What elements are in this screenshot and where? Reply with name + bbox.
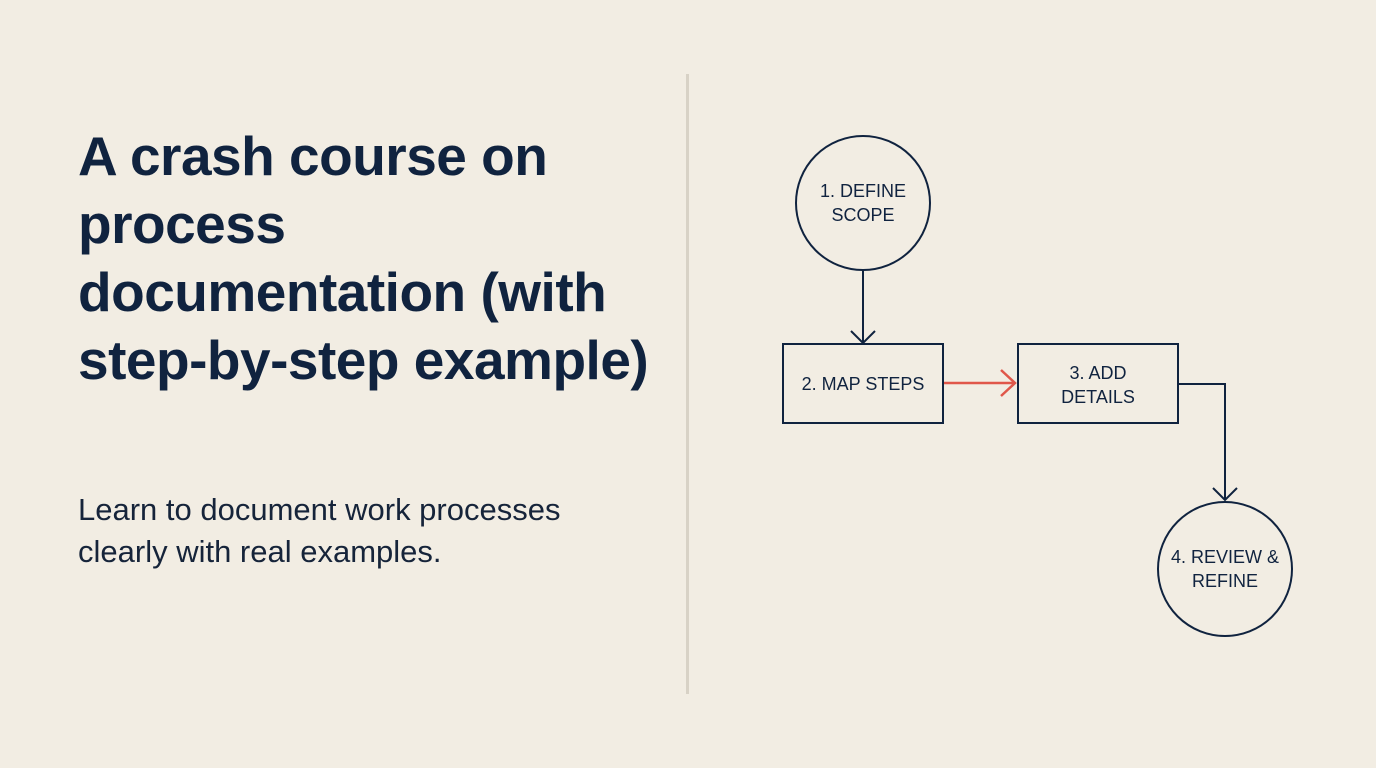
arrow-step3-to-step4 (1179, 383, 1238, 502)
step2-label: 2. MAP STEPS (801, 374, 925, 394)
arrow-step1-to-step2 (850, 270, 876, 345)
vertical-divider (686, 74, 689, 694)
step1-label: 1. DEFINE SCOPE (819, 181, 907, 225)
step4-circle (1157, 501, 1293, 637)
step4-label: 4. REVIEW & REFINE (1170, 547, 1280, 591)
arrow-step2-to-step3 (944, 369, 1017, 397)
step3-box (1017, 343, 1179, 424)
subtitle: Learn to document work processes clearly… (78, 492, 561, 569)
page-title: A crash course on process documentation … (78, 125, 649, 391)
step2-box (782, 343, 944, 424)
step3-label: 3. ADD DETAILS (1061, 363, 1135, 407)
